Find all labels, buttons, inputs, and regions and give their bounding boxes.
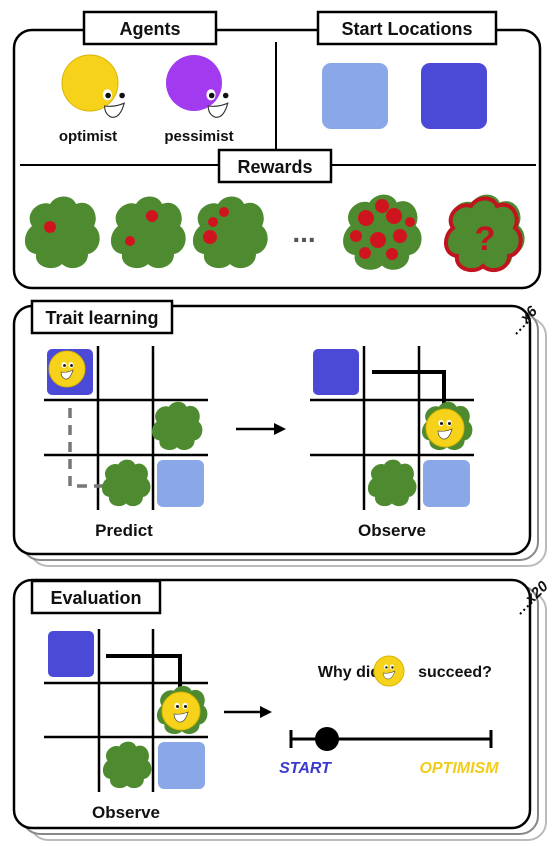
evaluation-observe-label: Observe (92, 803, 160, 822)
predict-start-location-light (157, 460, 204, 507)
scale-marker (315, 727, 339, 751)
start-location-light (322, 63, 388, 129)
trait-arrow (236, 423, 286, 435)
agents-header-box (82, 10, 218, 46)
observe-grid (310, 346, 474, 510)
evaluation-title: Evaluation (50, 588, 141, 608)
pessimist-label: pessimist (164, 128, 233, 145)
trait-learning-header-box (30, 299, 174, 335)
predict-label: Predict (95, 521, 153, 540)
evaluation-header-box (30, 579, 162, 615)
trait-learning-title: Trait learning (45, 308, 158, 328)
pessimist-agent-icon (166, 55, 231, 118)
top-panel: Agents Start Locations optimist pessimis… (12, 10, 542, 290)
trait-learning-panel: Trait learning x6 Predict (12, 299, 547, 567)
unknown-reward-mark: ? (475, 220, 496, 258)
predict-optimist-icon (48, 350, 86, 388)
reward-bush-many (343, 194, 422, 270)
observe-start-location-light (423, 460, 470, 507)
reward-bush-2 (110, 196, 186, 269)
evaluation-observed-path (106, 654, 182, 692)
optimist-label: optimist (59, 128, 117, 145)
scale-left-label: START (279, 760, 332, 777)
evaluation-grid (44, 629, 208, 792)
observe-optimist-icon (425, 408, 465, 448)
start-location-dark (421, 63, 487, 129)
observe-start-location (313, 349, 359, 395)
rewards-ellipsis: ... (292, 217, 315, 248)
reward-bush-unknown: ? (444, 194, 525, 273)
evaluation-arrow (224, 706, 272, 718)
scale-right-label: OPTIMISM (419, 760, 499, 777)
predicted-path (68, 408, 104, 488)
rewards-title: Rewards (237, 157, 312, 177)
observed-path (372, 370, 446, 408)
attribution-scale (289, 727, 493, 751)
evaluation-optimist-icon (161, 691, 201, 731)
trait-observe-label: Observe (358, 521, 426, 540)
question-prefix: Why did (318, 664, 380, 681)
agents-title: Agents (119, 19, 180, 39)
evaluation-start-location (48, 631, 94, 677)
question-optimist-icon (373, 655, 405, 687)
question-suffix: succeed? (418, 664, 492, 681)
reward-bush-1 (24, 196, 100, 269)
evaluation-panel: Evaluation x20 Observe (12, 577, 552, 841)
start-locations-header-box (316, 10, 498, 46)
rewards-header-box (217, 148, 333, 184)
evaluation-start-location-light (158, 742, 205, 789)
start-locations-title: Start Locations (341, 19, 472, 39)
predict-grid (44, 346, 208, 510)
reward-bush-3 (192, 196, 268, 269)
optimist-agent-icon (61, 54, 127, 118)
